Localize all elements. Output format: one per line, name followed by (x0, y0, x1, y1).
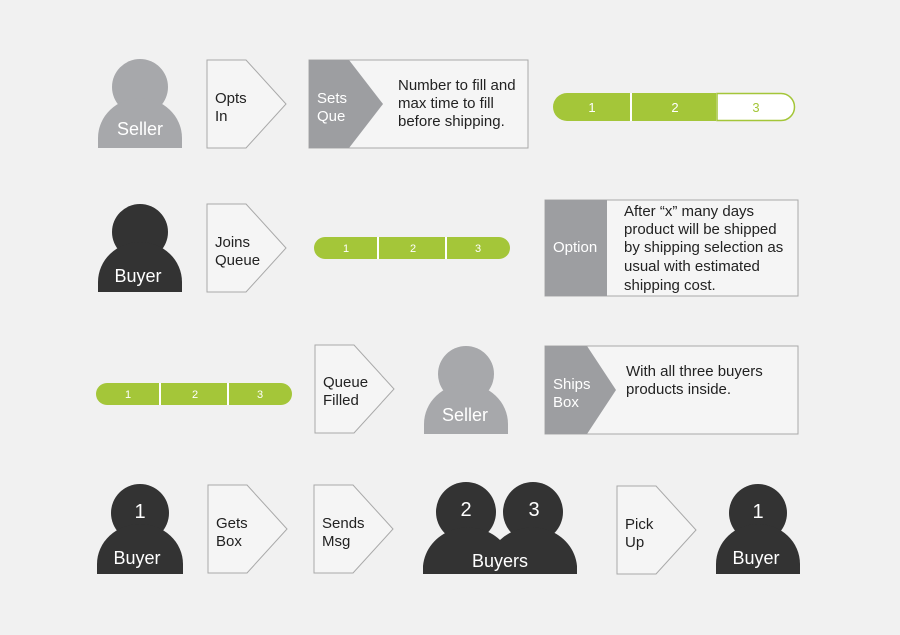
buyers-group-icon (423, 482, 577, 574)
option-desc-2: product will be shipped (624, 221, 777, 238)
option-label: Option (553, 239, 597, 256)
progress-seg-2: 2 (671, 100, 678, 115)
opts-in-label-2: In (215, 108, 228, 125)
progress-seg-3: 3 (475, 243, 481, 255)
sets-que-desc-2: max time to fill (398, 95, 494, 112)
gets-box-label-2: Box (216, 533, 242, 550)
sends-msg-label-1: Sends (322, 515, 365, 532)
opts-in-label-1: Opts (215, 90, 247, 107)
option-box (544, 199, 799, 297)
pick-up-arrow (616, 485, 697, 575)
joins-queue-label-1: Joins (215, 234, 250, 251)
option-desc-5: shipping cost. (624, 277, 716, 294)
progress-seg-2: 2 (192, 389, 198, 401)
joins-queue-label-2: Queue (215, 252, 260, 269)
opts-in-arrow (206, 59, 287, 149)
progress-seg-3: 3 (752, 100, 759, 115)
gets-box-arrow (207, 484, 288, 574)
sets-que-desc-3: before shipping. (398, 113, 505, 130)
buyers-number-3: 3 (528, 499, 539, 521)
pick-up-label-1: Pick (625, 516, 654, 533)
progress-seg-1: 1 (588, 100, 595, 115)
progress-seg-2: 2 (410, 243, 416, 255)
progress-bar-row2 (314, 237, 510, 259)
progress-bar-row3 (96, 383, 292, 405)
option-desc-4: usual with estimated (624, 258, 760, 275)
progress-seg-1: 1 (343, 243, 349, 255)
buyer-1-person-icon (716, 484, 800, 574)
option-desc-3: by shipping selection as (624, 239, 783, 256)
seller-label: Seller (117, 119, 163, 139)
buyer-1-person-icon (97, 484, 183, 574)
progress-bar-row1 (553, 92, 796, 122)
buyer-number: 1 (134, 501, 145, 523)
buyer-label: Buyer (114, 266, 161, 286)
buyer-person-icon (98, 204, 182, 292)
buyer-label: Buyer (732, 548, 779, 568)
sets-que-desc-1: Number to fill and (398, 77, 516, 94)
queue-filled-label-2: Filled (323, 392, 359, 409)
buyers-number-2: 2 (460, 499, 471, 521)
ships-box-desc-1: With all three buyers (626, 363, 763, 380)
ships-box-label-2: Box (553, 394, 579, 411)
progress-seg-3: 3 (257, 389, 263, 401)
buyer-label: Buyer (113, 548, 160, 568)
gets-box-label-1: Gets (216, 515, 248, 532)
sends-msg-arrow (313, 484, 394, 574)
queue-filled-label-1: Queue (323, 374, 368, 391)
progress-seg-1: 1 (125, 389, 131, 401)
option-desc-1: After “x” many days (624, 203, 754, 220)
pick-up-label-2: Up (625, 534, 644, 551)
buyers-label: Buyers (472, 551, 528, 571)
seller-label: Seller (442, 405, 488, 425)
seller-person-icon (98, 59, 182, 148)
ships-box-desc-2: products inside. (626, 381, 731, 398)
ships-box-label-1: Ships (553, 376, 591, 393)
sends-msg-label-2: Msg (322, 533, 350, 550)
buyer-number: 1 (752, 501, 763, 523)
sets-que-label-1: Sets (317, 90, 347, 107)
queue-filled-arrow (314, 344, 395, 434)
seller-person-icon (424, 346, 508, 434)
joins-queue-arrow (206, 203, 287, 293)
ships-box-box (544, 345, 799, 435)
sets-que-label-2: Que (317, 108, 345, 125)
sets-que-box (308, 59, 529, 149)
